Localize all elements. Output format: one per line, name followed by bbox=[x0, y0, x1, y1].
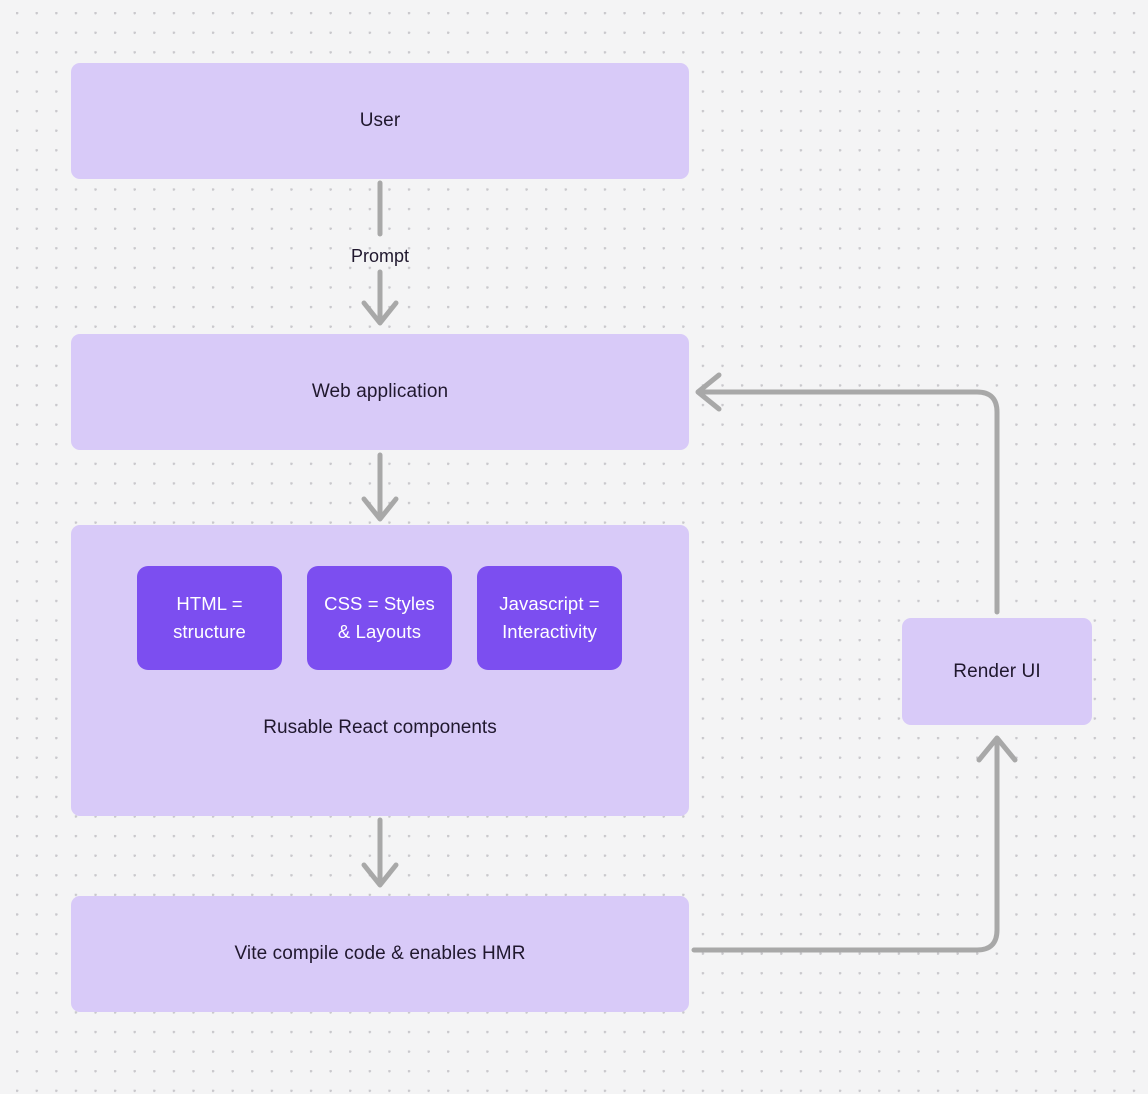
edge-webapp-to-components bbox=[361, 452, 399, 522]
node-vite-label: Vite compile code & enables HMR bbox=[234, 943, 526, 964]
node-user-label: User bbox=[359, 110, 401, 131]
node-javascript[interactable]: Javascript = Interactivity bbox=[477, 566, 622, 670]
edge-components-to-vite bbox=[361, 817, 399, 888]
node-vite[interactable]: Vite compile code & enables HMR bbox=[71, 896, 689, 1012]
node-html[interactable]: HTML = structure bbox=[137, 566, 282, 670]
node-user[interactable]: User bbox=[71, 63, 689, 179]
edge-vite-to-render bbox=[691, 735, 1018, 953]
node-css[interactable]: CSS = Styles & Layouts bbox=[307, 566, 452, 670]
node-react-components-caption: Rusable React components bbox=[263, 717, 497, 738]
node-render-ui[interactable]: Render UI bbox=[902, 618, 1092, 725]
edge-render-to-webapp bbox=[695, 372, 1000, 615]
node-web-application-label: Web application bbox=[311, 381, 449, 402]
node-css-label: CSS = Styles & Layouts bbox=[324, 593, 435, 642]
node-javascript-label: Javascript = Interactivity bbox=[499, 593, 600, 642]
node-render-ui-label: Render UI bbox=[953, 660, 1041, 682]
node-html-label: HTML = structure bbox=[173, 593, 246, 642]
node-react-components[interactable]: HTML = structure CSS = Styles & Layouts … bbox=[71, 525, 689, 816]
edge-label-prompt: Prompt bbox=[350, 246, 410, 266]
node-web-application[interactable]: Web application bbox=[71, 334, 689, 450]
